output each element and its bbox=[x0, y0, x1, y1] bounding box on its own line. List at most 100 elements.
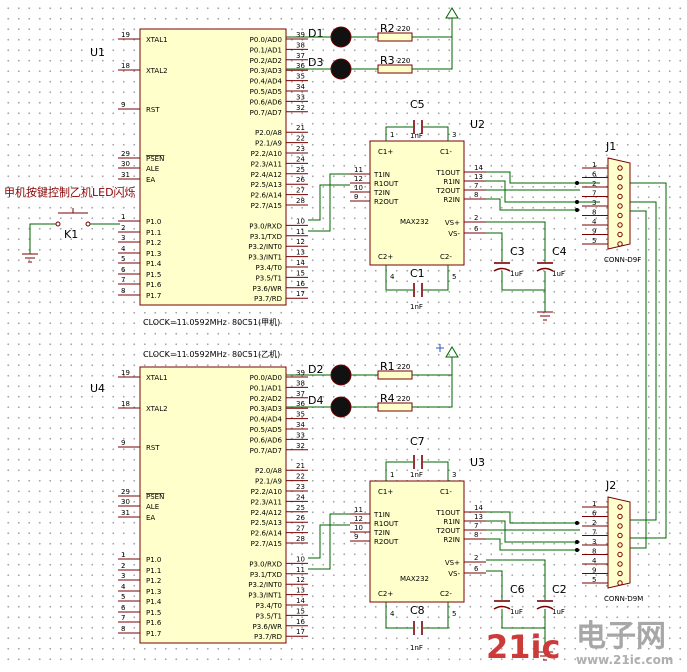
mcu-pin-number: 17 bbox=[296, 290, 305, 298]
connector-pin-socket bbox=[617, 551, 623, 558]
connector-pin-number: 3 bbox=[592, 538, 596, 546]
wire bbox=[29, 223, 56, 254]
resistor-r4[interactable] bbox=[377, 402, 413, 412]
max232-pin-number: 6 bbox=[474, 565, 479, 573]
mcu-pin-label: P1.3 bbox=[146, 250, 161, 258]
max232-u2-body[interactable] bbox=[369, 140, 465, 266]
mcu-pin-number: 25 bbox=[296, 166, 305, 174]
mcu-pin-number: 7 bbox=[121, 276, 125, 284]
max232-pin-label: T1OUT bbox=[435, 509, 460, 517]
led-d2[interactable] bbox=[330, 364, 352, 386]
watermark-site: 电子网 bbox=[576, 619, 666, 654]
mcu-pin-number: 31 bbox=[121, 171, 130, 179]
mcu-pin-number: 16 bbox=[296, 618, 305, 626]
wire bbox=[486, 198, 580, 211]
max232-pin-number: 12 bbox=[354, 515, 363, 523]
max232-pin-label: C1+ bbox=[378, 148, 393, 156]
resistor-r1[interactable] bbox=[377, 370, 413, 380]
max232-name: MAX232 bbox=[400, 575, 429, 583]
mcu-u1-body[interactable] bbox=[139, 28, 287, 306]
mcu-pin-label: P0.5/AD5 bbox=[250, 88, 282, 96]
mcu-pin-number: 30 bbox=[121, 498, 130, 506]
mcu-pin-label: P3.3/INT1 bbox=[248, 254, 282, 262]
mcu-pin-number: 27 bbox=[296, 525, 305, 533]
mcu-pin-number: 18 bbox=[121, 400, 130, 408]
mcu-pin-number: 29 bbox=[121, 488, 130, 496]
max232-pin-number: 10 bbox=[354, 184, 363, 192]
max232-pin-label: R1OUT bbox=[374, 520, 399, 528]
mcu-pin-number: 14 bbox=[296, 597, 305, 605]
mcu-u4-body[interactable] bbox=[139, 366, 287, 644]
wire bbox=[486, 180, 580, 203]
mcu-pin-number: 31 bbox=[121, 509, 130, 517]
cap-c2[interactable] bbox=[536, 605, 554, 610]
mcu-pin-label: P2.0/A8 bbox=[255, 129, 282, 137]
connector-type: CONN-D9M bbox=[604, 595, 643, 603]
mcu-pin-label: P0.3/AD3 bbox=[250, 67, 282, 75]
cap-c4[interactable] bbox=[536, 267, 554, 272]
max232-pin-number: 7 bbox=[474, 522, 478, 530]
mcu-pin-number: 21 bbox=[296, 124, 305, 132]
resistor-r3[interactable] bbox=[377, 64, 413, 74]
led-d1[interactable] bbox=[330, 26, 352, 48]
max232-pin-number: 8 bbox=[474, 531, 478, 539]
led-d3[interactable] bbox=[330, 58, 352, 80]
max232-pin-label: T2IN bbox=[373, 529, 390, 537]
mcu-pin-number: 25 bbox=[296, 504, 305, 512]
wire bbox=[308, 524, 350, 559]
mcu-pin-number: 19 bbox=[121, 369, 130, 377]
max232-pin-number: 1 bbox=[390, 131, 394, 139]
serial-link-wire bbox=[630, 182, 667, 539]
max232-pin-number: 13 bbox=[474, 173, 483, 181]
mcu-pin-label: P3.4/T0 bbox=[256, 264, 282, 272]
mcu-pin-label: P2.5/A13 bbox=[251, 519, 282, 527]
mcu-pin-label: P3.1/TXD bbox=[250, 571, 282, 579]
mcu-pin-label: EA bbox=[146, 176, 155, 184]
wire bbox=[385, 461, 413, 481]
connector-type: CONN-D9F bbox=[604, 256, 641, 264]
max232-pin-label: C1- bbox=[440, 488, 452, 496]
mcu-pin-label: XTAL1 bbox=[146, 36, 168, 44]
connector-pin-socket bbox=[617, 184, 623, 190]
max232-pin-label: T2IN bbox=[373, 189, 390, 197]
resistor-r2[interactable] bbox=[377, 32, 413, 42]
mcu-pin-number: 15 bbox=[296, 607, 305, 615]
cap-value: 1nF bbox=[410, 132, 423, 140]
watermark-url: www.21ic.com bbox=[576, 653, 673, 667]
mcu-pin-label: P3.0/RXD bbox=[249, 560, 282, 568]
cap-value: 1uF bbox=[510, 608, 523, 616]
mcu-pin-number: 15 bbox=[296, 269, 305, 277]
cap-value: 1uF bbox=[552, 608, 565, 616]
wire bbox=[501, 609, 546, 629]
max232-pin-label: VS+ bbox=[445, 559, 460, 567]
max232-pin-number: 9 bbox=[354, 533, 358, 541]
cap-c3[interactable] bbox=[493, 267, 511, 272]
wire bbox=[501, 271, 546, 291]
mcu-pin-number: 14 bbox=[296, 259, 305, 267]
mcu-pin-number: 8 bbox=[121, 625, 125, 633]
max232-pin-number: 3 bbox=[452, 471, 456, 479]
cap-ref: C6 bbox=[510, 583, 525, 596]
mcu-pin-label: EA bbox=[146, 514, 155, 522]
max232-pin-number: 8 bbox=[474, 191, 478, 199]
led-d4[interactable] bbox=[330, 396, 352, 418]
serial-link-wire bbox=[630, 201, 657, 521]
cap-c6[interactable] bbox=[493, 605, 511, 610]
connector-pin-socket bbox=[617, 542, 623, 548]
mcu-pin-number: 16 bbox=[296, 280, 305, 288]
mcu-pin-number: 13 bbox=[296, 587, 305, 595]
max232-pin-number: 2 bbox=[474, 554, 478, 562]
connector-pin-socket bbox=[617, 212, 623, 219]
mcu-pin-label: P1.5 bbox=[146, 271, 161, 279]
mcu-pin-label: P1.6 bbox=[146, 281, 162, 289]
max232-u3-body[interactable] bbox=[369, 480, 465, 603]
connector-ref: J2 bbox=[605, 479, 616, 492]
mcu-pin-label: ALE bbox=[146, 165, 159, 173]
max232-pin-label: C2+ bbox=[378, 253, 393, 261]
wire bbox=[486, 511, 580, 524]
connector-pin-socket bbox=[617, 165, 623, 171]
connector-pin-socket bbox=[617, 513, 623, 520]
mcu-pin-number: 26 bbox=[296, 176, 305, 184]
